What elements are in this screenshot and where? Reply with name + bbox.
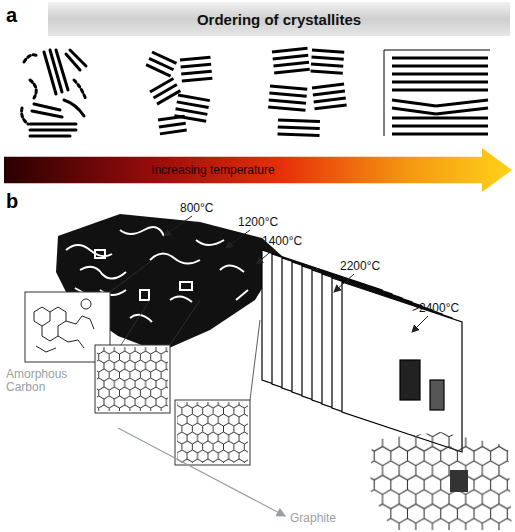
- crystallite-panel: [22, 50, 86, 136]
- leader-arrow: [164, 216, 428, 332]
- crystallite-panel: [384, 50, 490, 136]
- crystallite-panel: [146, 52, 212, 134]
- graphite-lattice: [370, 432, 512, 530]
- header-band: Ordering of crystallites: [48, 2, 510, 36]
- trend-arrow: [118, 428, 285, 516]
- panel-letter: b: [6, 190, 18, 212]
- temperature-label: 1400°C: [262, 235, 302, 248]
- crystallite-panel: [268, 48, 346, 135]
- arrow-text: Increasing temperature: [151, 163, 274, 177]
- temperature-label: 800°C: [180, 202, 214, 215]
- axis-label: Graphite: [290, 512, 336, 525]
- temperature-label: >2400°C: [412, 302, 459, 315]
- graphene-sheets: [262, 250, 462, 452]
- temperature-arrow: Increasing temperature: [4, 148, 512, 192]
- header-text: Ordering of crystallites: [197, 11, 361, 28]
- panel-letter: a: [6, 4, 17, 26]
- temperature-label: 1200°C: [238, 216, 278, 229]
- temperature-label: 2200°C: [340, 260, 380, 273]
- axis-label: Amorphous Carbon: [6, 368, 72, 394]
